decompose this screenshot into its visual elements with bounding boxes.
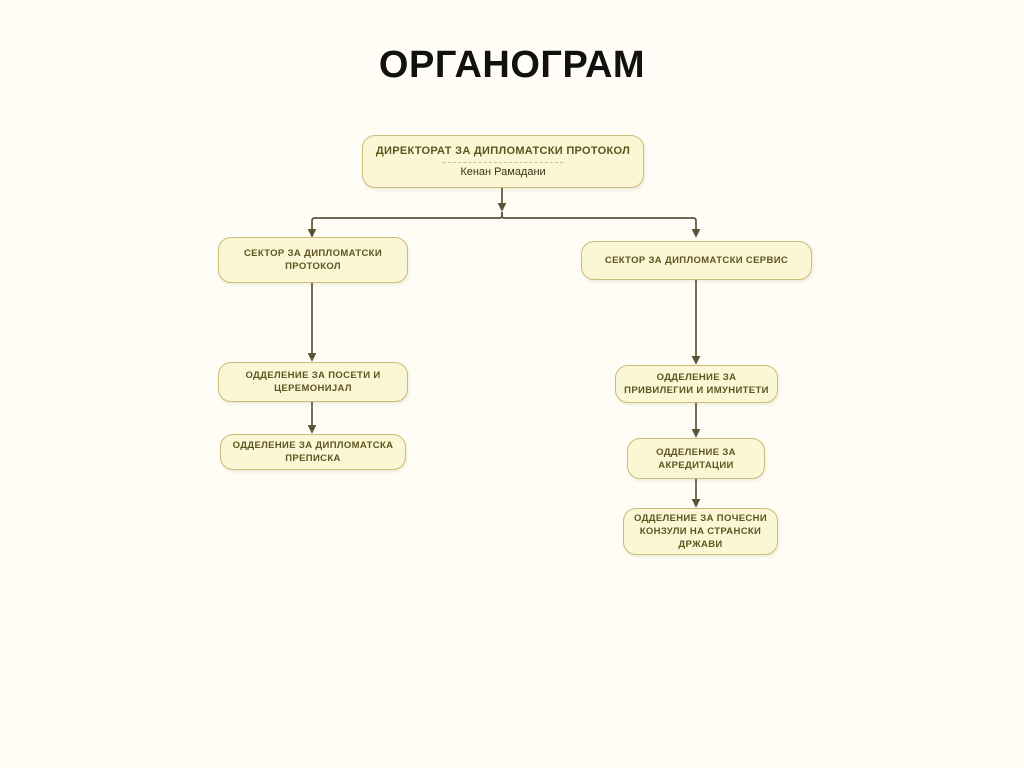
node-title: СЕКТОР ЗА ДИПЛОМАТСКИ СЕРВИС	[604, 255, 789, 266]
node-sektor-za-diplomatski-servis[interactable]: СЕКТОР ЗА ДИПЛОМАТСКИ СЕРВИС	[581, 241, 812, 280]
node-title: ДИРЕКТОРАТ ЗА ДИПЛОМАТСКИ ПРОТОКОЛ	[375, 144, 631, 157]
node-oddelenie-za-pocesni-konzuli-na-stranski-drzavi[interactable]: ОДДЕЛЕНИЕ ЗА ПОЧЕСНИ КОНЗУЛИ НА СТРАНСКИ…	[623, 508, 778, 555]
node-title: ОДДЕЛЕНИЕ ЗА ПРИВИЛЕГИИ И ИМУНИТЕТИ	[624, 372, 769, 396]
page-title: ОРГАНОГРАМ	[378, 44, 646, 86]
node-title: ОДДЕЛЕНИЕ ЗА ПОЧЕСНИ КОНЗУЛИ НА СТРАНСКИ…	[633, 513, 768, 550]
node-oddelenie-za-diplomatska-prepiska[interactable]: ОДДЕЛЕНИЕ ЗА ДИПЛОМАТСКА ПРЕПИСКА	[220, 434, 406, 470]
node-subtitle: Кенан Рамадани	[460, 165, 546, 178]
node-oddelenie-za-akreditacii[interactable]: ОДДЕЛЕНИЕ ЗА АКРЕДИТАЦИИ	[627, 438, 765, 479]
edge-root-to-sector-protokol	[307, 212, 503, 238]
node-title: ОДДЕЛЕНИЕ ЗА АКРЕДИТАЦИИ	[656, 446, 736, 471]
node-title: ОДДЕЛЕНИЕ ЗА ДИПЛОМАТСКА ПРЕПИСКА	[232, 440, 394, 464]
node-sektor-za-diplomatski-protokol[interactable]: СЕКТОР ЗА ДИПЛОМАТСКИ ПРОТОКОЛ	[218, 237, 408, 283]
node-title: ОДДЕЛЕНИЕ ЗА ПОСЕТИ И ЦЕРЕМОНИЈАЛ	[245, 370, 381, 394]
edge-root-to-sector-servis	[501, 212, 701, 238]
node-oddelenie-za-poseti-i-ceremonijal[interactable]: ОДДЕЛЕНИЕ ЗА ПОСЕТИ И ЦЕРЕМОНИЈАЛ	[218, 362, 408, 402]
node-direktorat-za-diplomatski-protokol[interactable]: ДИРЕКТОРАТ ЗА ДИПЛОМАТСКИ ПРОТОКОЛ Кенан…	[362, 135, 644, 188]
node-oddelenie-za-privilegii-i-imuniteti[interactable]: ОДДЕЛЕНИЕ ЗА ПРИВИЛЕГИИ И ИМУНИТЕТИ	[615, 365, 778, 403]
node-title: СЕКТОР ЗА ДИПЛОМАТСКИ ПРОТОКОЛ	[243, 248, 383, 272]
node-divider	[443, 161, 563, 163]
